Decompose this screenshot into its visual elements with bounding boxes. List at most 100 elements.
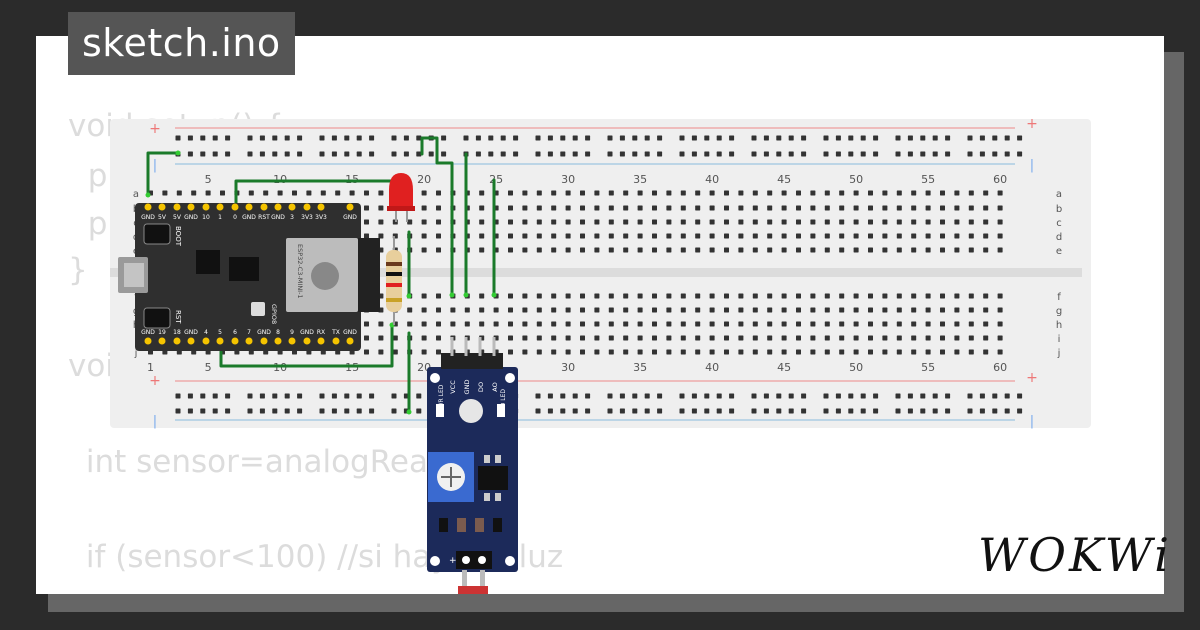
- hole: [968, 233, 974, 239]
- pin-header: [187, 203, 195, 211]
- hole: [781, 233, 787, 239]
- hole: [767, 233, 773, 239]
- hole: [421, 349, 427, 355]
- hole: [781, 321, 787, 327]
- mount-hole: [430, 373, 440, 383]
- hole: [608, 349, 614, 355]
- plus-sign: +: [1026, 370, 1038, 386]
- column-number: 30: [561, 173, 575, 186]
- hole: [666, 293, 672, 299]
- hole: [652, 205, 657, 211]
- hole: [848, 135, 854, 141]
- hole: [331, 393, 337, 399]
- hole: [896, 293, 902, 299]
- hole: [463, 135, 469, 141]
- hole: [319, 393, 325, 399]
- minus-sign: |: [1030, 414, 1034, 429]
- hole: [896, 233, 902, 239]
- hole: [594, 219, 600, 225]
- hole: [623, 293, 629, 299]
- hole: [954, 321, 960, 327]
- hole: [580, 205, 585, 211]
- hole: [259, 151, 265, 157]
- hole: [940, 219, 945, 225]
- hole: [335, 190, 341, 196]
- hole: [508, 307, 513, 313]
- hole: [392, 349, 398, 355]
- filename-tab[interactable]: sketch.ino: [68, 12, 295, 75]
- chip-pin: [484, 455, 490, 463]
- hole: [940, 349, 945, 355]
- hole: [967, 135, 973, 141]
- hole: [824, 293, 830, 299]
- hole: [619, 408, 625, 414]
- hole: [911, 307, 917, 313]
- hole: [421, 219, 427, 225]
- hole: [738, 190, 744, 196]
- hole: [781, 219, 787, 225]
- column-number: 35: [633, 173, 647, 186]
- hole: [450, 321, 456, 327]
- pin-label: 7: [247, 329, 251, 336]
- hole: [796, 219, 801, 225]
- hole: [212, 408, 218, 414]
- hole: [823, 393, 829, 399]
- code-line: }: [68, 252, 88, 288]
- hole: [608, 247, 614, 253]
- hole: [709, 335, 715, 341]
- hole: [637, 321, 643, 327]
- hole: [729, 393, 735, 399]
- hole: [632, 408, 638, 414]
- hole: [709, 247, 715, 253]
- hole: [882, 293, 888, 299]
- hole: [680, 335, 686, 341]
- hole: [895, 151, 901, 157]
- hole: [896, 349, 902, 355]
- sensor-led: [459, 399, 483, 423]
- hole: [839, 233, 845, 239]
- hole: [835, 151, 841, 157]
- hole: [911, 321, 917, 327]
- hole: [695, 293, 701, 299]
- mount-hole: [430, 556, 440, 566]
- hole: [796, 247, 801, 253]
- hole: [508, 293, 513, 299]
- hole: [752, 321, 758, 327]
- hole: [920, 151, 926, 157]
- hole: [284, 151, 290, 157]
- hole: [421, 321, 427, 327]
- hole: [652, 293, 657, 299]
- hole: [608, 335, 614, 341]
- pin-header: [231, 203, 239, 211]
- hole: [882, 307, 888, 313]
- hole: [896, 307, 902, 313]
- hole: [632, 135, 638, 141]
- hole: [738, 349, 744, 355]
- hole: [983, 293, 989, 299]
- hole: [666, 205, 672, 211]
- hole: [225, 135, 231, 141]
- hole: [716, 408, 722, 414]
- usb-port-inner: [124, 263, 144, 287]
- gpio-label: GPIO8: [270, 304, 278, 324]
- hole: [680, 349, 686, 355]
- hole: [680, 205, 686, 211]
- hole: [479, 307, 485, 313]
- hole: [585, 393, 591, 399]
- pin-header: [187, 337, 195, 345]
- hole: [767, 321, 773, 327]
- hole: [436, 233, 441, 239]
- pin-header: [260, 337, 268, 345]
- hole: [247, 135, 253, 141]
- hole: [320, 190, 326, 196]
- hole: [860, 408, 866, 414]
- hole: [945, 135, 951, 141]
- hole: [968, 190, 974, 196]
- row-letter: a: [1056, 189, 1062, 200]
- hole: [868, 219, 873, 225]
- plus-sign: +: [1026, 116, 1038, 132]
- hole: [175, 393, 181, 399]
- pin-label: 3: [290, 214, 294, 221]
- hole: [464, 307, 470, 313]
- hole: [1004, 408, 1010, 414]
